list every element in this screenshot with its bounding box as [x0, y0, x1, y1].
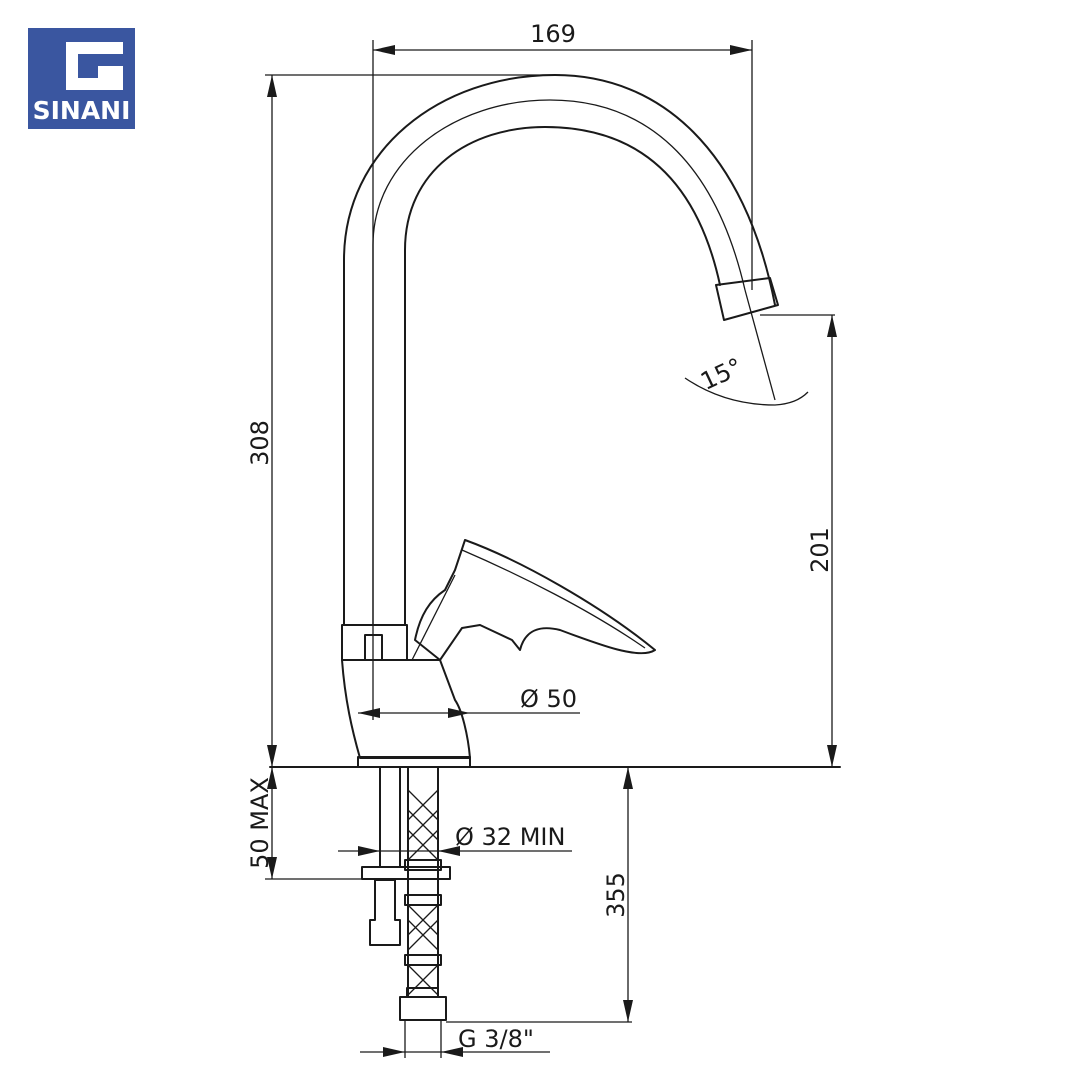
hose-band-2: [404, 894, 442, 906]
handle-axis: [411, 574, 456, 661]
dim-355-label: 355: [602, 872, 630, 918]
spout-inner: [404, 126, 721, 626]
mounting-nut: [369, 879, 401, 946]
dim-308-label: 308: [246, 420, 274, 466]
angle-line: [744, 289, 776, 401]
dim-201-label: 201: [806, 527, 834, 573]
spout-outer: [343, 74, 776, 626]
logo-mark-icon: [66, 42, 123, 90]
logo-text: SINANI: [33, 96, 131, 125]
handle: [414, 539, 656, 661]
hose-band-3: [404, 954, 442, 966]
dim-thread-label: G 3/8": [458, 1025, 534, 1053]
hose-band: [404, 859, 442, 871]
sinani-logo: SINANI: [28, 28, 135, 129]
dim-32-label: Ø 32 MIN: [455, 823, 565, 851]
hose-braid: [407, 789, 439, 996]
dim-50max-label: 50 MAX: [246, 777, 274, 869]
angle-arc: [684, 377, 809, 406]
hose-fitting: [399, 987, 447, 1021]
handle-inner: [461, 549, 646, 649]
braided-hose: [407, 766, 439, 998]
dim-50-label: Ø 50: [520, 685, 577, 713]
mounting-rod: [379, 766, 401, 868]
dim-169-label: 169: [530, 20, 576, 48]
collar: [341, 624, 408, 661]
spout-centerline: [372, 99, 746, 625]
